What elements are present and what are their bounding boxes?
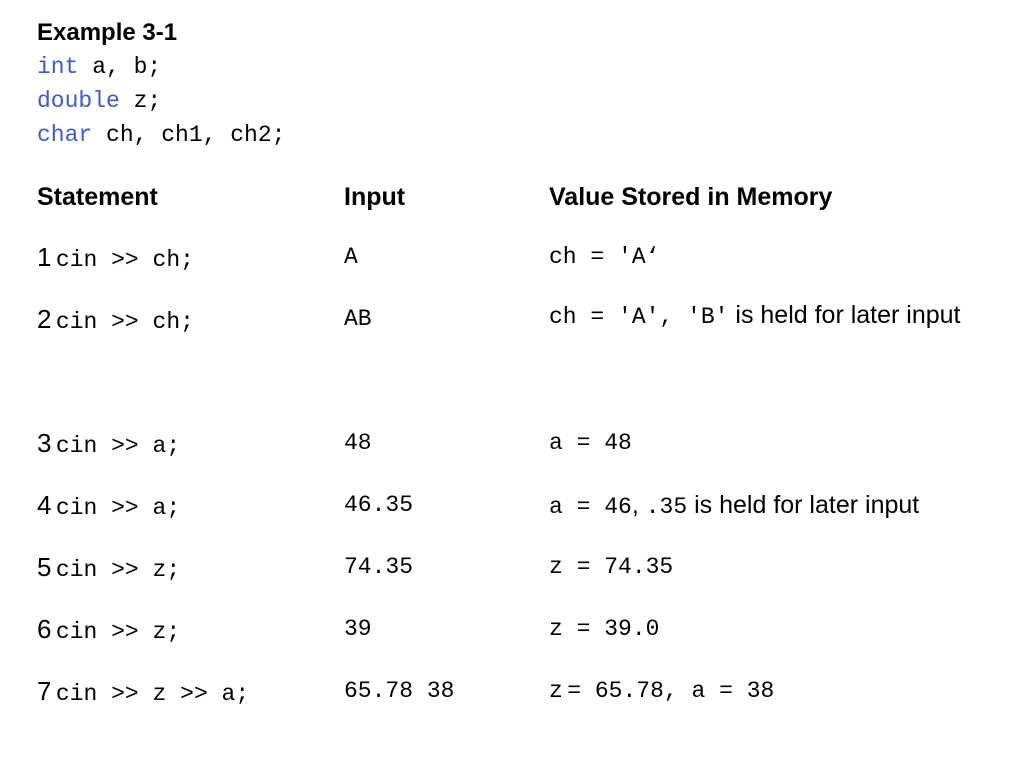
value-cell: a = 48	[549, 425, 1019, 461]
value-code: a = 46	[549, 494, 632, 520]
statement-cell: 7 cin >> z >> a;	[37, 673, 249, 712]
row-number: 3	[37, 428, 52, 458]
row-number: 1	[37, 242, 52, 272]
value-note: is held for later input	[687, 491, 920, 519]
type-keyword: int	[37, 54, 79, 80]
declaration-line: char ch, ch1, ch2;	[37, 118, 1004, 152]
header-statement: Statement	[37, 183, 158, 211]
statement-cell: 3 cin >> a;	[37, 425, 180, 464]
statement-code: cin >> a;	[55, 433, 181, 459]
row-number: 7	[37, 676, 52, 706]
table-row: 6 cin >> z; 39 z = 39.0	[37, 611, 1007, 673]
header-input: Input	[344, 183, 406, 211]
statement-code: cin >> z >> a;	[55, 681, 250, 707]
type-keyword: double	[37, 88, 120, 114]
table-row: 1 cin >> ch; A ch = 'A‘	[37, 239, 1007, 301]
table-row: 5 cin >> z; 74.35 z = 74.35	[37, 549, 1007, 611]
declaration-line: double z;	[37, 84, 1004, 118]
statement-code: cin >> ch;	[55, 309, 194, 335]
statement-cell: 5 cin >> z;	[37, 549, 180, 588]
table-row: 3 cin >> a; 48 a = 48	[37, 425, 1007, 487]
table-row: 7 cin >> z >> a; 65.78 38 z = 65.78, a =…	[37, 673, 1007, 735]
table-header-row: Statement Input Value Stored in Memory	[37, 179, 1007, 239]
statement-code: cin >> z;	[55, 557, 181, 583]
statement-cell: 6 cin >> z;	[37, 611, 180, 650]
value-cell: z = 39.0	[549, 611, 1019, 647]
input-cell: 74.35	[344, 554, 414, 580]
declaration-variables: z;	[119, 88, 162, 114]
input-cell: 39	[344, 616, 372, 642]
value-cell: ch = 'A‘	[549, 239, 1019, 275]
example-title: Example 3-1	[37, 19, 178, 46]
input-cell: 48	[344, 430, 372, 456]
row-number: 2	[37, 304, 52, 334]
declaration-line: int a, b;	[37, 50, 1004, 84]
row-number: 6	[37, 614, 52, 644]
statement-cell: 2 cin >> ch;	[37, 301, 194, 340]
value-code-fraction: .35	[645, 494, 688, 520]
input-statement-table: Statement Input Value Stored in Memory 1…	[37, 179, 1007, 735]
value-code: ch = 'A‘	[549, 244, 660, 270]
header-value-stored: Value Stored in Memory	[549, 183, 833, 211]
statement-code: cin >> z;	[55, 619, 181, 645]
value-cell: z = 65.78, a = 38	[549, 673, 1019, 709]
value-code: z = 39.0	[549, 616, 660, 642]
value-code: ch = 'A', 'B'	[549, 304, 729, 330]
value-code: a = 48	[549, 430, 632, 456]
input-cell: 46.35	[344, 492, 414, 518]
statement-code: cin >> ch;	[55, 247, 194, 273]
value-code: z	[549, 678, 563, 704]
value-code: z = 74.35	[549, 554, 674, 580]
value-code-rest: = 65.78, a = 38	[567, 678, 775, 704]
value-note: is held for later input	[728, 301, 961, 329]
input-cell: AB	[344, 306, 372, 332]
row-number: 4	[37, 490, 52, 520]
value-separator: ,	[631, 491, 646, 519]
statement-cell: 1 cin >> ch;	[37, 239, 194, 278]
table-row: 2 cin >> ch; AB ch = 'A', 'B' is held fo…	[37, 301, 1007, 425]
statement-cell: 4 cin >> a;	[37, 487, 180, 526]
statement-code: cin >> a;	[55, 495, 181, 521]
table-row: 4 cin >> a; 46.35 a = 46, .35 is held fo…	[37, 487, 1007, 549]
type-keyword: char	[37, 122, 93, 148]
row-number: 5	[37, 552, 52, 582]
value-cell: a = 46, .35 is held for later input	[549, 487, 1024, 525]
value-cell: ch = 'A', 'B' is held for later input	[549, 288, 1019, 350]
input-cell: 65.78 38	[344, 678, 455, 704]
document-page: Example 3-1 int a, b; double z; char ch,…	[37, 16, 1004, 707]
input-cell: A	[344, 244, 358, 270]
declaration-variables: ch, ch1, ch2;	[92, 122, 286, 148]
declaration-variables: a, b;	[78, 54, 162, 80]
value-cell: z = 74.35	[549, 549, 1019, 585]
